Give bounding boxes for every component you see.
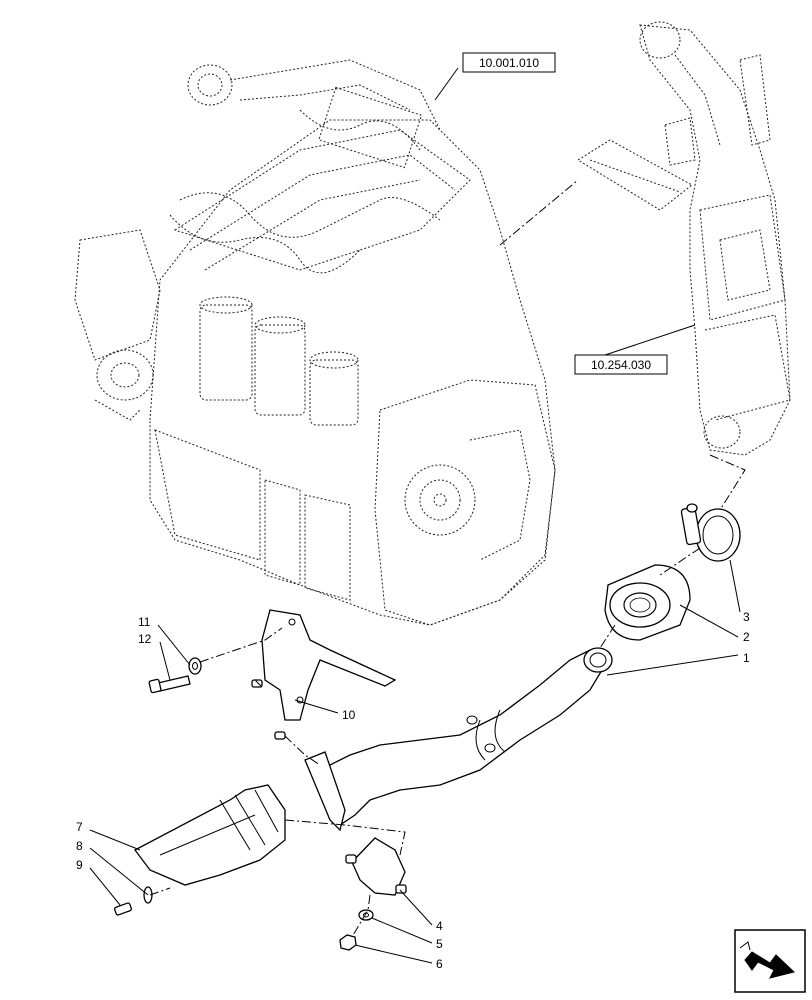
mounting-bracket-part xyxy=(251,609,397,740)
callout-12: 12 xyxy=(138,632,152,646)
heat-shield-part xyxy=(134,784,286,886)
exhaust-pipe-part xyxy=(304,647,613,832)
nut-6-part xyxy=(339,934,357,951)
callout-3: 3 xyxy=(743,610,750,624)
reference-box-engine[interactable]: 10.001.010 xyxy=(462,52,556,73)
assembly-lines xyxy=(149,179,746,938)
next-page-arrow-icon[interactable] xyxy=(734,929,806,993)
callout-9: 9 xyxy=(76,858,83,872)
washer-11-part xyxy=(188,657,202,675)
clamp-part xyxy=(680,503,741,562)
bolt-12-part xyxy=(148,675,191,694)
callout-10: 10 xyxy=(342,708,356,722)
engine-assembly-phantom xyxy=(74,59,556,626)
callout-11: 11 xyxy=(138,615,151,629)
callout-4: 4 xyxy=(436,919,443,933)
screw-9-part xyxy=(114,902,132,916)
reference-label-engine: 10.001.010 xyxy=(479,56,539,70)
reference-box-catalyst[interactable]: 10.254.030 xyxy=(574,354,668,375)
callout-6: 6 xyxy=(436,957,443,971)
adapter-ring-part xyxy=(604,564,691,641)
callout-5: 5 xyxy=(436,937,443,951)
washer-5-part xyxy=(358,909,374,921)
strap-part xyxy=(345,837,407,896)
callout-8: 8 xyxy=(76,839,83,853)
callout-7: 7 xyxy=(76,820,83,834)
catalyst-assembly-phantom xyxy=(577,21,791,456)
callout-2: 2 xyxy=(743,630,750,644)
callout-1: 1 xyxy=(743,651,750,665)
reference-label-catalyst: 10.254.030 xyxy=(591,358,651,372)
